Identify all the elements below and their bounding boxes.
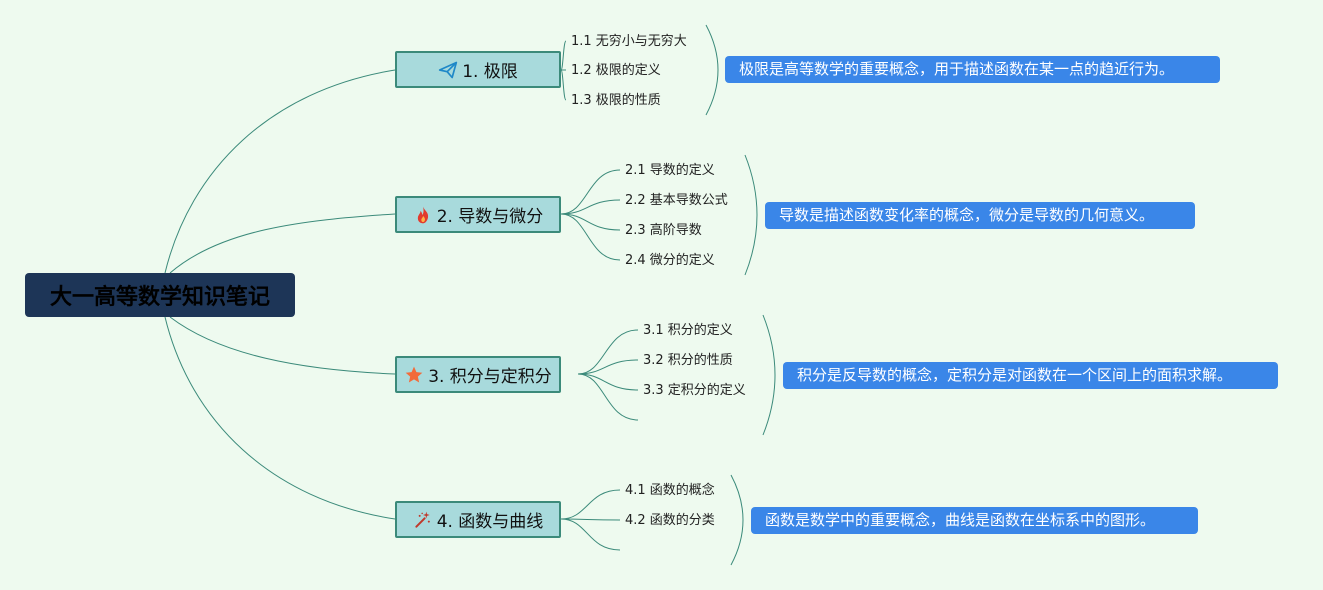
fire-icon <box>413 205 433 225</box>
summary-brace-3 <box>762 314 776 436</box>
star-icon <box>404 365 424 385</box>
connector-branch-3-leaf-3 <box>577 373 639 391</box>
summary-brace-1 <box>705 24 719 116</box>
connector-branch-2-leaf-1 <box>560 169 621 215</box>
leaf-3-3[interactable]: 3.3 定积分的定义 <box>643 383 746 398</box>
leaf-2-3[interactable]: 2.3 高阶导数 <box>625 223 702 238</box>
connector-branch-2-leaf-3 <box>560 213 621 231</box>
branch-title: 3. 积分与定积分 <box>428 367 552 387</box>
connector-root-branch-4 <box>164 316 396 520</box>
leaf-3-2[interactable]: 3.2 积分的性质 <box>643 353 733 368</box>
connector-branch-3-leaf-4 <box>577 373 639 421</box>
connector-root-branch-2 <box>169 213 396 274</box>
root-topic[interactable]: 大一高等数学知识笔记 <box>25 273 295 317</box>
root-title: 大一高等数学知识笔记 <box>49 285 270 310</box>
connector-branch-1-leaf-3 <box>560 69 567 101</box>
leaf-4-2[interactable]: 4.2 函数的分类 <box>625 513 715 528</box>
branch-title: 1. 极限 <box>462 62 518 82</box>
summary-functions[interactable]: 函数是数学中的重要概念，曲线是函数在坐标系中的图形。 <box>751 507 1198 534</box>
leaf-1-3[interactable]: 1.3 极限的性质 <box>571 93 661 108</box>
paper-plane-icon <box>438 60 458 80</box>
leaf-4-1[interactable]: 4.1 函数的概念 <box>625 483 715 498</box>
connector-branch-2-leaf-4 <box>560 213 621 261</box>
leaf-2-4[interactable]: 2.4 微分的定义 <box>625 253 715 268</box>
branch-derivatives[interactable]: 2. 导数与微分 <box>395 196 561 233</box>
summary-brace-2 <box>744 154 758 276</box>
branch-title: 2. 导数与微分 <box>436 207 544 227</box>
connector-branch-4-leaf-2 <box>560 518 621 521</box>
branch-limits[interactable]: 1. 极限 <box>395 51 561 88</box>
leaf-2-1[interactable]: 2.1 导数的定义 <box>625 163 715 178</box>
leaf-2-2[interactable]: 2.2 基本导数公式 <box>625 193 728 208</box>
connector-branch-2-leaf-2 <box>560 199 621 215</box>
connector-branch-4-leaf-3 <box>560 518 621 551</box>
summary-derivatives[interactable]: 导数是描述函数变化率的概念，微分是导数的几何意义。 <box>765 202 1195 229</box>
connector-root-branch-1 <box>164 69 396 274</box>
connector-branch-4-leaf-1 <box>560 489 621 520</box>
connector-branch-3-leaf-2 <box>577 359 639 375</box>
branch-functions[interactable]: 4. 函数与曲线 <box>395 501 561 538</box>
magic-wand-icon <box>413 510 433 530</box>
branch-title: 4. 函数与曲线 <box>436 512 544 532</box>
summary-limits[interactable]: 极限是高等数学的重要概念，用于描述函数在某一点的趋近行为。 <box>725 56 1220 83</box>
leaf-3-1[interactable]: 3.1 积分的定义 <box>643 323 733 338</box>
leaf-1-2[interactable]: 1.2 极限的定义 <box>571 63 661 78</box>
connector-branch-3-leaf-1 <box>577 329 639 375</box>
branch-integrals[interactable]: 3. 积分与定积分 <box>395 356 561 393</box>
leaf-1-1[interactable]: 1.1 无穷小与无穷大 <box>571 34 687 49</box>
summary-brace-4 <box>730 474 744 566</box>
summary-integrals[interactable]: 积分是反导数的概念，定积分是对函数在一个区间上的面积求解。 <box>783 362 1278 389</box>
connector-branch-1-leaf-1 <box>560 40 567 71</box>
connector-root-branch-3 <box>169 316 396 375</box>
